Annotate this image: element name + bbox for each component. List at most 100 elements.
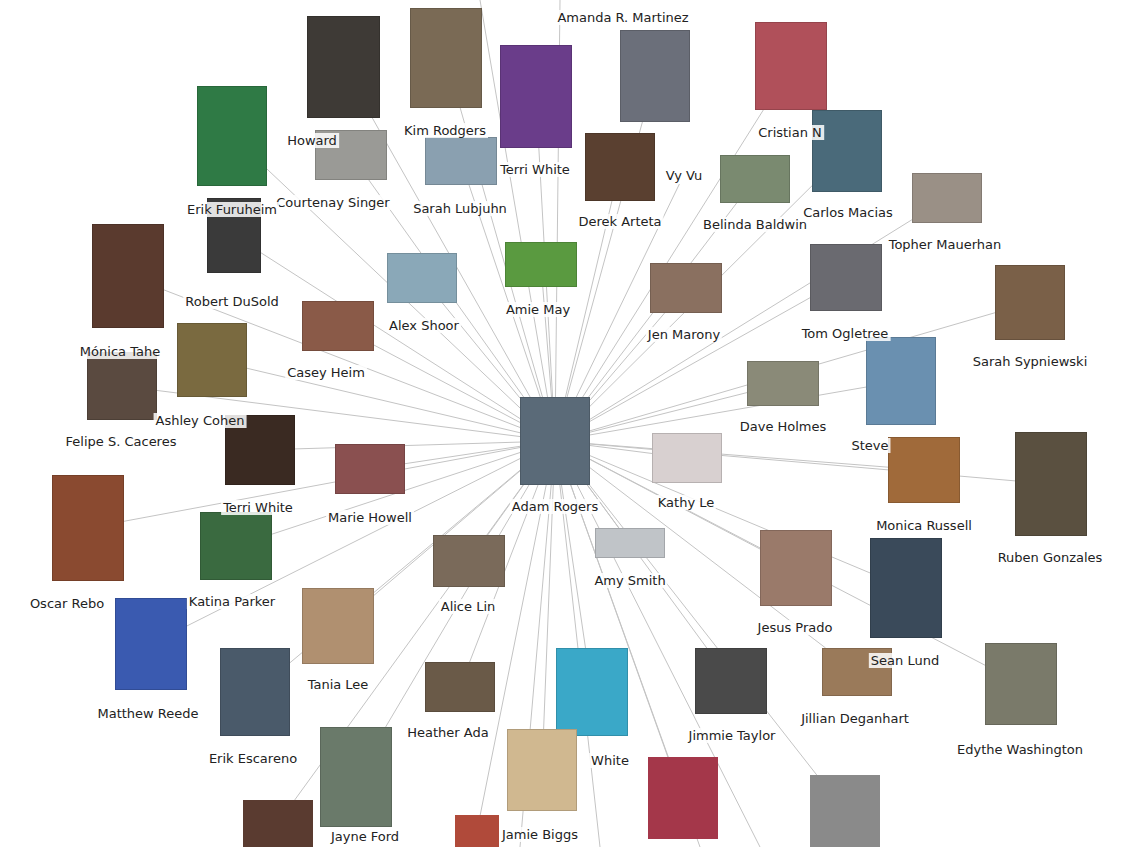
extra-links xyxy=(278,0,845,847)
friend-name: Terri White xyxy=(498,162,572,177)
profile-photo xyxy=(320,727,392,827)
friend-node: Katina Parker xyxy=(200,512,272,580)
profile-photo xyxy=(585,133,655,201)
profile-photo xyxy=(985,643,1057,725)
profile-photo xyxy=(720,155,790,203)
friend-node: Sarah Sypniewski xyxy=(995,265,1065,340)
profile-photo xyxy=(866,337,936,425)
profile-photo xyxy=(425,662,495,712)
friend-name: Edythe Washington xyxy=(955,742,1085,757)
friend-node: Jayne Ford xyxy=(320,727,392,827)
friend-node: Alex Shoor xyxy=(387,253,457,303)
friendship-link xyxy=(565,201,611,397)
friend-node: Tom Ogletree xyxy=(810,244,882,311)
profile-photo xyxy=(433,535,505,587)
friend-name: Ashley Cohen xyxy=(154,413,247,428)
profile-photo xyxy=(595,528,665,558)
friendship-link xyxy=(164,290,520,428)
friend-name: Vy Vu xyxy=(664,168,705,183)
friend-node: Dave Holmes xyxy=(747,361,819,406)
friend-name: Terri White xyxy=(221,500,295,515)
friend-name: Tania Lee xyxy=(306,677,371,692)
friend-node: Belinda Baldwin xyxy=(720,155,790,203)
profile-photo xyxy=(810,244,882,311)
friend-name: Ruben Gonzales xyxy=(996,550,1105,565)
friend-name: Kathy Le xyxy=(656,495,716,510)
friend-name: Sean Lund xyxy=(869,653,941,668)
friend-name: Jamie Biggs xyxy=(500,827,580,842)
friendship-link xyxy=(589,203,737,397)
friend-name: Amie May xyxy=(504,302,572,317)
profile-photo xyxy=(812,110,882,192)
profile-photo xyxy=(115,598,187,690)
profile-photo xyxy=(995,265,1065,340)
friend-name: Matthew Reede xyxy=(95,706,200,721)
friend-name: Adam Rogers xyxy=(510,499,600,514)
friend-node: Alice Lin xyxy=(433,535,505,587)
friend-node: Ruben Gonzales xyxy=(1015,432,1087,536)
profile-photo xyxy=(520,397,590,485)
friendship-link xyxy=(590,313,995,431)
friend-node: Mónica Tahe xyxy=(92,224,164,328)
friend-node: Sarah Lubjuhn xyxy=(425,137,497,185)
profile-photo xyxy=(220,648,290,736)
friend-node: Tania Lee xyxy=(302,588,374,664)
friendship-link xyxy=(124,448,520,522)
friend-node: Sean Lund xyxy=(870,538,942,638)
profile-photo xyxy=(747,361,819,406)
friend-node: White xyxy=(556,648,628,736)
profile-photo xyxy=(302,588,374,664)
friend-name: Erik Escareno xyxy=(207,751,299,766)
profile-photo xyxy=(695,648,767,714)
profile-photo xyxy=(888,437,960,503)
profile-photo xyxy=(200,512,272,580)
friend-name: Amanda R. Martinez xyxy=(555,10,690,25)
profile-photo xyxy=(760,530,832,606)
friend-node: Marie Howell xyxy=(335,444,405,494)
friend-name: Jesus Prado xyxy=(756,620,835,635)
friendship-link xyxy=(374,345,520,422)
friendship-link xyxy=(267,169,520,408)
profile-photo xyxy=(52,475,124,581)
friend-name: White xyxy=(589,753,631,768)
profile-photo xyxy=(410,8,482,108)
friend-name: Heather Ada xyxy=(405,725,490,740)
profile-photo xyxy=(810,775,880,847)
friendship-link xyxy=(590,444,888,467)
friend-name: Alice Lin xyxy=(439,599,498,614)
friend-node: Felipe S. Caceres xyxy=(87,352,157,420)
friend-node: Matthew Reede xyxy=(115,598,187,690)
profile-photo xyxy=(302,301,374,351)
friend-name: Alex Shoor xyxy=(387,318,461,333)
friend-name: Jen Marony xyxy=(646,327,722,342)
profile-photo xyxy=(1015,432,1087,536)
friend-node: Topher Mauerhan xyxy=(912,173,982,223)
friend-name: Steve xyxy=(849,438,890,453)
friend-node: Carlos Macias xyxy=(812,110,882,192)
profile-photo xyxy=(243,800,313,847)
profile-photo xyxy=(307,16,380,118)
friend-name: Dave Holmes xyxy=(738,419,829,434)
friend-node: Edythe Washington xyxy=(985,643,1057,725)
friend-name: Felipe S. Caceres xyxy=(64,434,179,449)
link-line xyxy=(555,441,845,811)
profile-photo xyxy=(505,242,577,287)
friend-node: Kim Rodgers xyxy=(410,8,482,108)
friend-node: Steve xyxy=(866,337,936,425)
friend-name: Derek Arteta xyxy=(576,214,663,229)
friend-name: Carlos Macias xyxy=(801,205,895,220)
friend-node: Derek Arteta xyxy=(585,133,655,201)
friend-name: Jayne Ford xyxy=(329,829,401,844)
friend-node: Oscar Rebo xyxy=(52,475,124,581)
friend-name: Sarah Sypniewski xyxy=(971,354,1090,369)
friend-name: Robert DuSold xyxy=(183,294,281,309)
friend-node: Adam Rogers xyxy=(520,397,590,485)
profile-photo xyxy=(500,45,572,148)
friend-name: Marie Howell xyxy=(326,510,414,525)
friend-name: Belinda Baldwin xyxy=(701,217,809,232)
friendship-link xyxy=(295,442,520,449)
friendship-link xyxy=(590,387,866,435)
profile-photo xyxy=(870,538,942,638)
friend-name: Casey Heim xyxy=(285,365,367,380)
